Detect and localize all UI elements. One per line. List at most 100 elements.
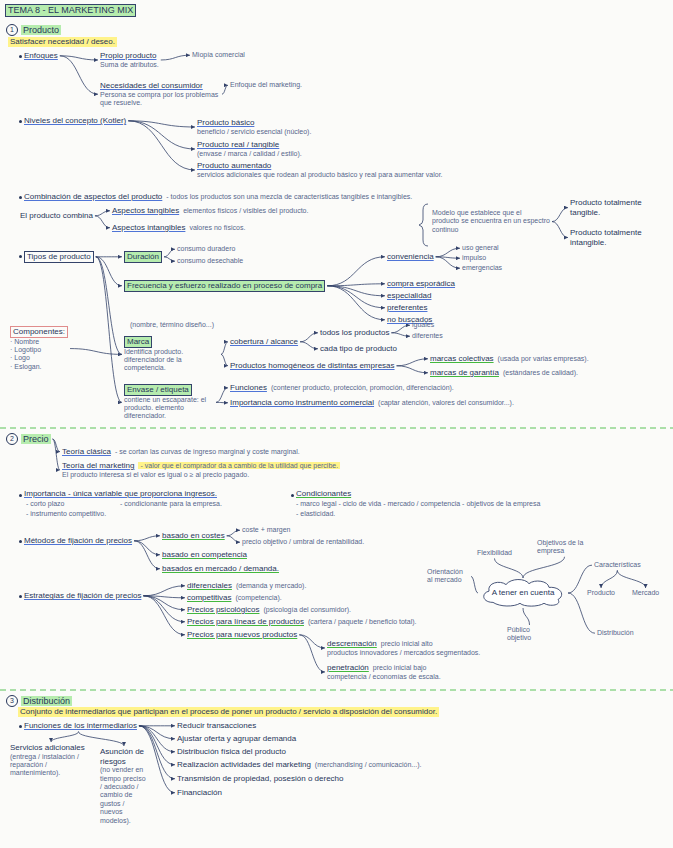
node-text: consumo duradero [177, 245, 235, 253]
connector-arrow [617, 570, 645, 588]
map-node: Frecuencia y esfuerzo realizado en proce… [122, 279, 327, 293]
connector-arrow [552, 208, 568, 222]
node-text: (captar atención, valores del consumidor… [378, 399, 514, 406]
connector-arrow [299, 635, 325, 672]
map-node: diferentes [410, 331, 445, 341]
connector-arrow [568, 593, 595, 633]
node-text: Modelo que establece que el producto se … [432, 209, 550, 234]
node-text: marcas colectivas [430, 354, 494, 363]
node-text: productos innovadores / mercados segment… [327, 649, 480, 657]
connector-arrow [391, 325, 410, 333]
map-node: emergencias [460, 263, 504, 273]
connector-arrow [568, 565, 592, 593]
map-node: marcas colectivas (usada por varias empre… [428, 353, 591, 365]
node-text: valores no físicos. [189, 224, 245, 231]
map-node: Componentes:· Nombre· Logotipo· Logo· Es… [8, 325, 70, 372]
node-text: marcas de garantía [430, 368, 499, 377]
node-text: (demanda y mercado). [236, 582, 306, 589]
connector-arrow [523, 557, 565, 578]
node-text: Duración [124, 251, 162, 263]
connector-arrow [299, 635, 325, 648]
note-label: Satisfacer necesidad / deseo. [8, 37, 117, 47]
node-text: todos los productos [320, 328, 389, 338]
node-text: Servicios adicionales [10, 743, 92, 753]
title-box: TEMA 8 - EL MARKETING MIX [3, 3, 138, 18]
node-text: Producto real / tangible [197, 140, 302, 150]
map-node: impulso [460, 253, 488, 263]
node-text: Combinación de aspectos del producto [24, 192, 162, 201]
node-text: (estándares de calidad). [503, 369, 578, 376]
map-node: precio objetivo / umbral de rentabilidad… [240, 537, 366, 547]
node-text: El producto combina [20, 211, 93, 221]
map-node: Producto totalmente intangible. [568, 227, 672, 248]
node-text: compra esporádica [387, 279, 455, 289]
map-node: Financiación [175, 787, 224, 799]
note-label: (nombre, término diseño...) [130, 321, 214, 329]
map-node: descremaciónprecio inicial altoproductos… [325, 638, 482, 658]
connector-arrow [60, 56, 98, 60]
node-text: coste + margen [242, 526, 290, 534]
node-text: Financiación [177, 788, 222, 798]
connector-arrow [221, 354, 228, 365]
connector-arrow [216, 402, 228, 403]
node-text: El producto interesa si el valor es igua… [62, 471, 340, 479]
connector-arrow [95, 211, 110, 216]
connector-arrow [134, 541, 160, 555]
connector-arrow [143, 586, 185, 596]
map-node: Mercado [630, 588, 661, 598]
connector-arrow [70, 349, 122, 355]
map-node: especialidad [385, 290, 433, 302]
map-node: Precios psicológicos(psicología del cons… [185, 604, 353, 616]
map-node: basado en costes [160, 530, 227, 542]
node-text: · Logo [10, 354, 68, 362]
node-text: (usada por varias empresas). [498, 355, 589, 362]
map-node: Características [592, 560, 643, 570]
connector-arrow [227, 530, 240, 536]
node-text: cobertura / alcance [230, 337, 298, 347]
node-text: Precios para nuevos productos [187, 630, 297, 640]
connector-arrow [161, 55, 190, 60]
connector-arrow [78, 732, 124, 746]
connector-arrow [397, 359, 428, 366]
map-node: Importancia como instrumento comercial(c… [228, 397, 516, 409]
curly-bracket [419, 204, 428, 246]
map-node: penetraciónprecio inicial bajocompetenci… [325, 662, 443, 682]
node-text: diferentes [412, 332, 443, 340]
map-node: Reducir transacciones [175, 720, 258, 732]
connector-arrow [60, 56, 98, 94]
map-node: Asunción de riesgos(no vender en tiempo … [98, 746, 150, 826]
node-text: Componentes: [10, 326, 68, 338]
node-text: Precios para líneas de productos [187, 617, 304, 626]
node-text: Distribución física del producto [177, 747, 286, 757]
node-text: TEMA 8 - EL MARKETING MIX [5, 4, 136, 17]
connector-arrow [164, 257, 175, 261]
node-text: (merchandising / comunicación...). [315, 761, 422, 768]
map-node: El producto combina [18, 210, 95, 222]
cloud-path [484, 580, 562, 607]
section-separator [0, 427, 673, 428]
map-node: basados en mercado / demanda. [160, 563, 281, 575]
connector-arrow [128, 121, 195, 170]
map-node: compra esporádica [385, 278, 457, 290]
connector-arrow [222, 85, 228, 94]
connector-arrow [436, 257, 460, 268]
map-node: Duración [122, 250, 164, 264]
map-node: Enfoque del marketing. [228, 80, 304, 90]
section-separator [0, 689, 673, 690]
node-text: Producto [21, 25, 61, 36]
connector-arrow [327, 284, 385, 286]
map-node: Funciones de los intermediarios [18, 720, 139, 732]
map-node: Flexibilidad [475, 548, 514, 558]
node-text: cada tipo de producto [320, 344, 397, 354]
node-text: Tipos de producto [24, 251, 94, 263]
connector-arrow [327, 286, 385, 308]
node-text: Público objetivo [507, 626, 552, 643]
node-text: Distribución [21, 696, 72, 707]
node-text: beneficio / servicio esencial (núcleo). [197, 128, 311, 136]
map-node: Teoría clásica- se cortan las curvas de … [60, 446, 302, 458]
map-node: marcas de garantía (estándares de calidad… [428, 367, 580, 379]
note-label: - marco legal - ciclo de vida - mercado … [296, 500, 540, 508]
map-node: Niveles del concepto (Kotler) [18, 115, 128, 127]
